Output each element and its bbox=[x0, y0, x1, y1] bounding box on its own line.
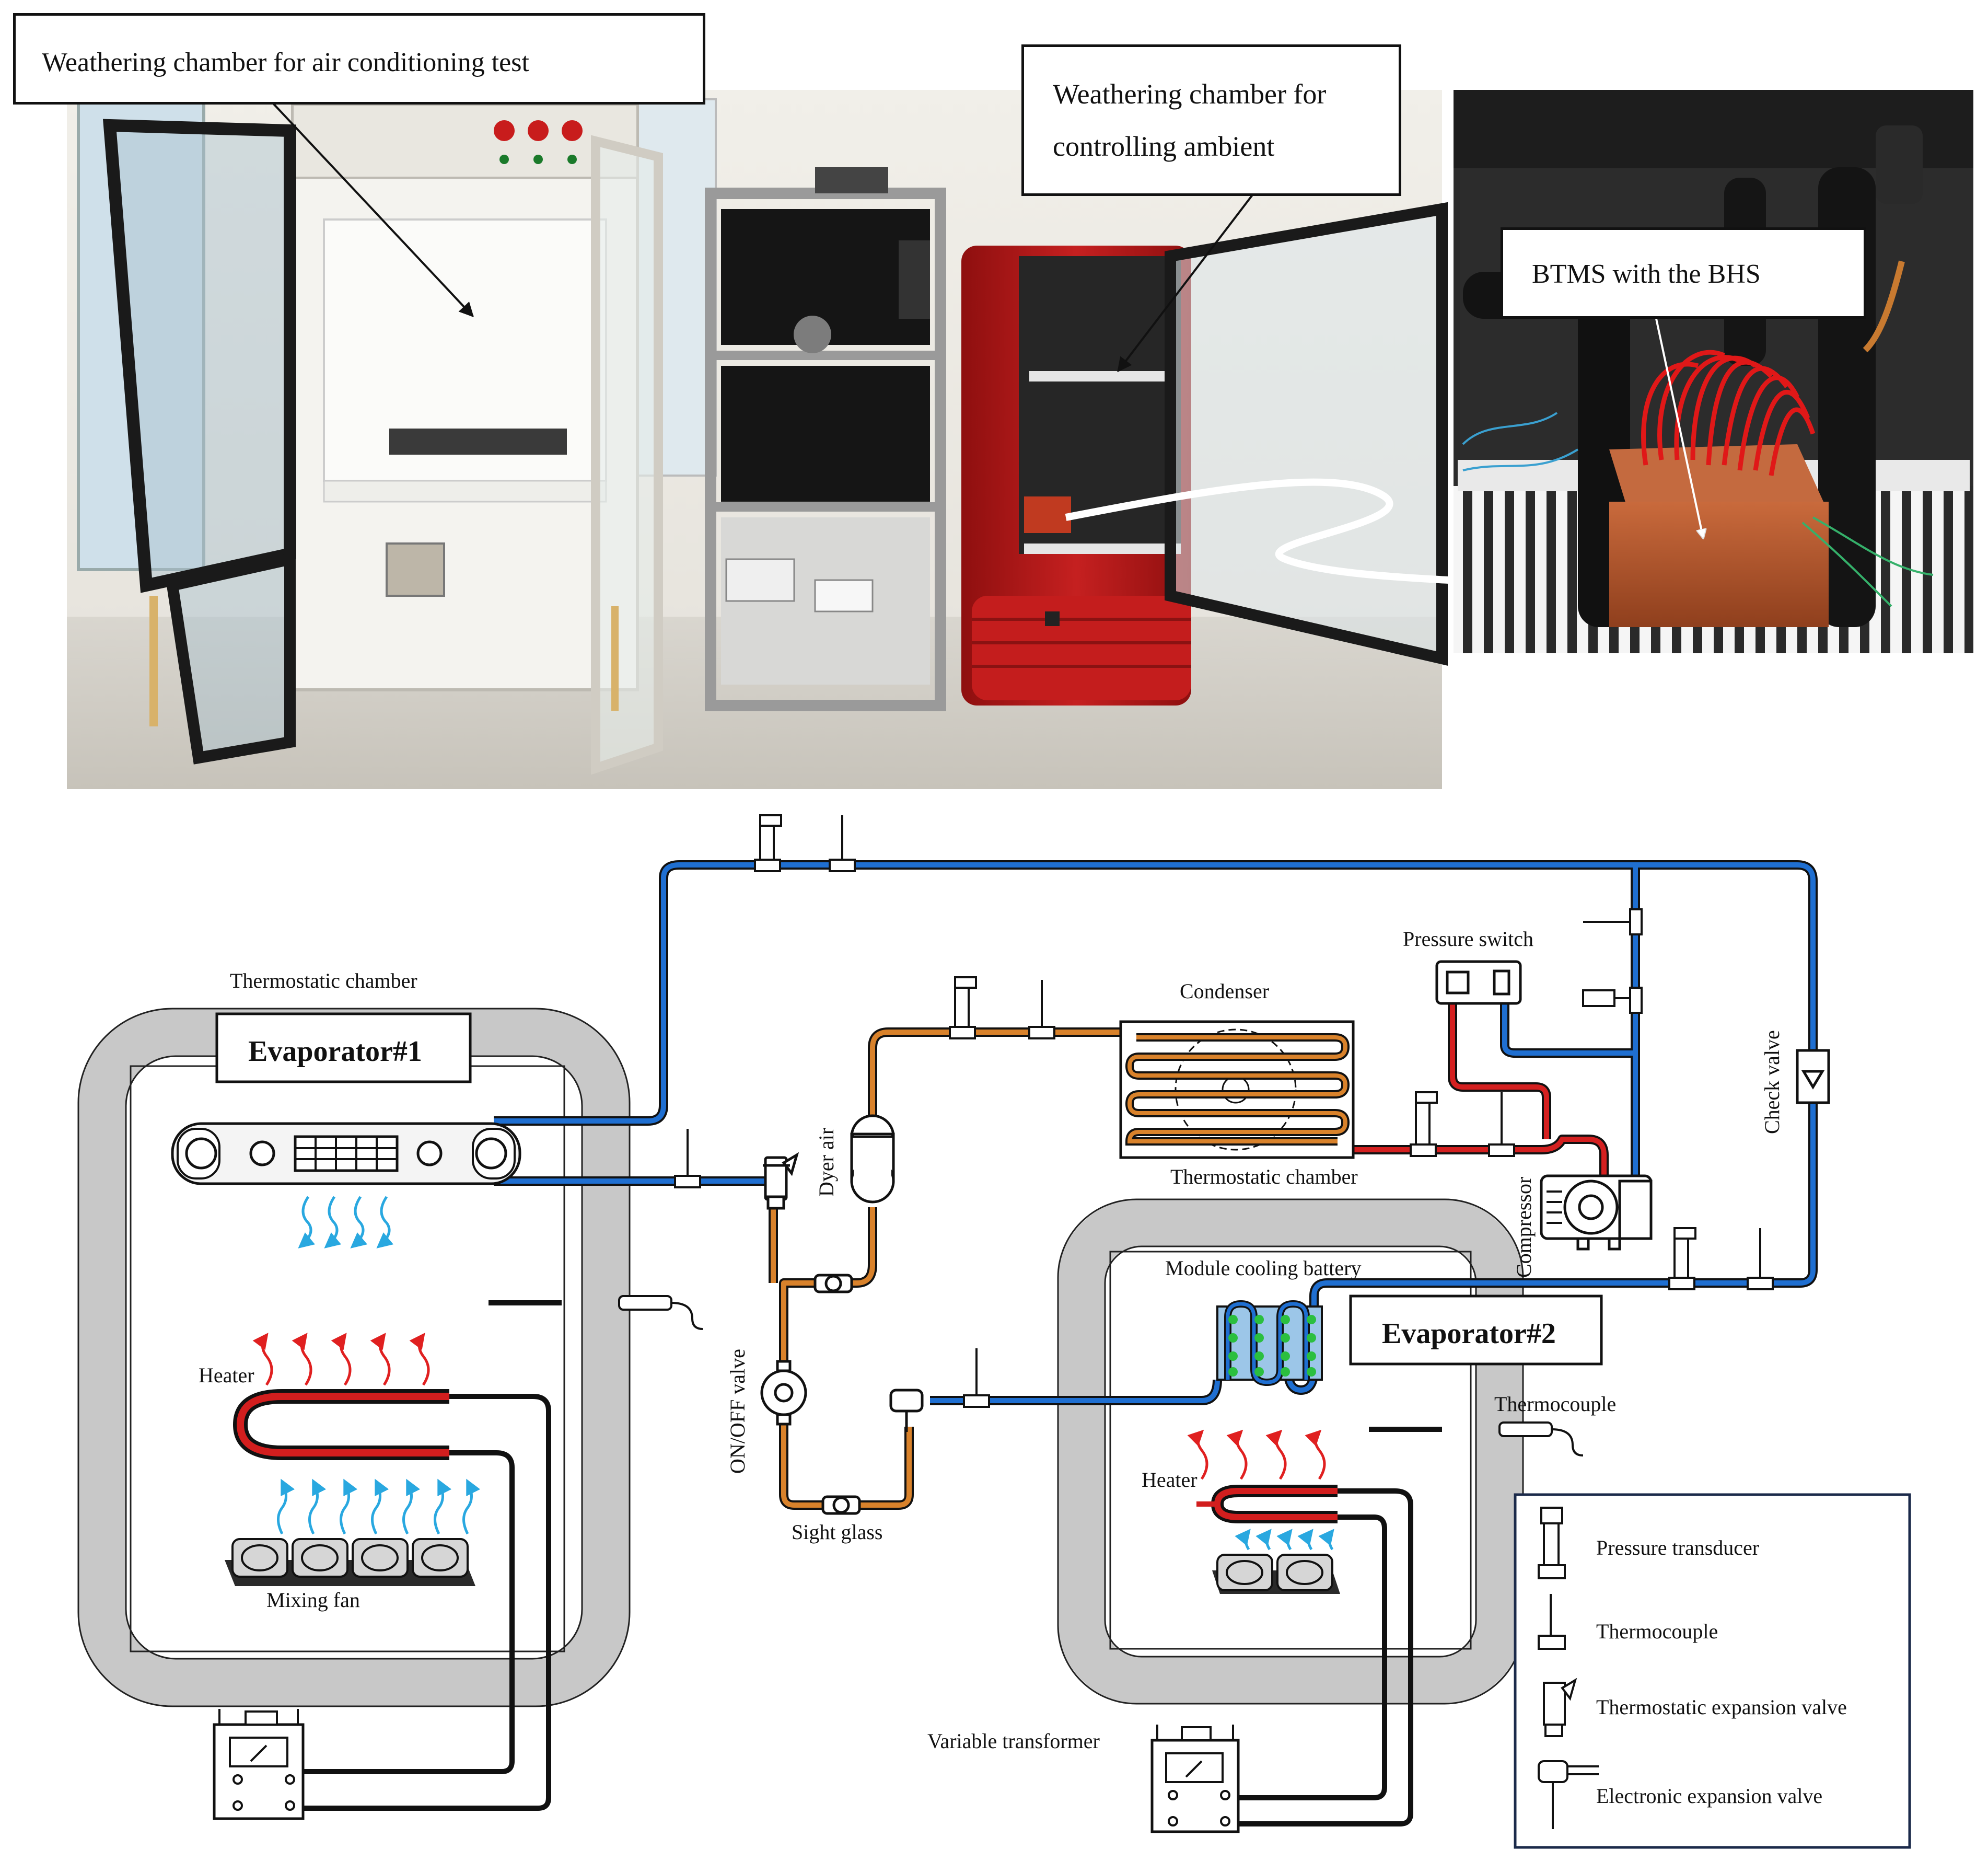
callout-btms: BTMS with the BHS bbox=[1501, 227, 1866, 319]
chamber-1-thermocouple bbox=[489, 1295, 703, 1330]
onoff-valve-label: ON/OFF valve bbox=[726, 1349, 749, 1474]
heater-2-element bbox=[1196, 1485, 1413, 1826]
heater-2-label: Heater bbox=[1142, 1468, 1198, 1492]
legend-thermostatic-expansion-valve: Thermostatic expansion valve bbox=[1596, 1695, 1847, 1719]
callout-ambient-line-1: Weathering chamber for bbox=[1053, 78, 1327, 110]
evaporator-1-box bbox=[215, 1012, 472, 1083]
liquid-lines-color bbox=[771, 1030, 1121, 1508]
discharge-lines-color bbox=[1340, 1001, 1607, 1181]
callout-ac-test-chamber-text: Weathering chamber for air conditioning … bbox=[42, 48, 529, 77]
heater-1-element bbox=[232, 1389, 551, 1811]
evaporator-2-box bbox=[1349, 1294, 1603, 1366]
photo-link-arrow bbox=[1065, 478, 1594, 588]
ambient-chamber-photo bbox=[961, 202, 1448, 706]
legend-thermocouple: Thermocouple bbox=[1596, 1620, 1718, 1643]
variable-transformer-label: Variable transformer bbox=[927, 1729, 1100, 1753]
mixing-fan-label: Mixing fan bbox=[266, 1588, 360, 1612]
fan-air-arrows-1 bbox=[277, 1478, 481, 1535]
module-cooling-battery bbox=[1216, 1300, 1323, 1386]
cold-air-arrows-1 bbox=[298, 1196, 394, 1248]
callout-ambient-line-2: controlling ambient bbox=[1053, 131, 1275, 162]
discharge-lines bbox=[1340, 1001, 1609, 1181]
heater-1-label: Heater bbox=[199, 1363, 254, 1387]
dryer-label: Dyer air bbox=[815, 1128, 838, 1197]
electronic-expansion-valve bbox=[889, 1389, 924, 1432]
thermostatic-chamber-2 bbox=[1058, 1199, 1523, 1704]
compressor-label: Compressor bbox=[1512, 1177, 1536, 1278]
sight-glass-label: Sight glass bbox=[792, 1520, 882, 1544]
condenser bbox=[1119, 1020, 1355, 1159]
hot-air-arrows-1 bbox=[252, 1333, 430, 1386]
thermocouple-label: Thermocouple bbox=[1494, 1392, 1616, 1416]
sight-glass-lower bbox=[821, 1495, 861, 1515]
variable-transformer-2 bbox=[1150, 1725, 1240, 1833]
callout-ambient-chamber: Weathering chamber for controlling ambie… bbox=[1021, 44, 1401, 196]
legend bbox=[1514, 1493, 1911, 1849]
evaporator-2-label: Evaporator#2 bbox=[1382, 1317, 1556, 1350]
suction-lines-color bbox=[494, 862, 1816, 1403]
evaporator-1-unit bbox=[171, 1122, 521, 1185]
check-valve bbox=[1796, 1049, 1830, 1104]
module-cooling-label: Module cooling battery bbox=[1165, 1256, 1361, 1280]
legend-pressure-transducer: Pressure transducer bbox=[1596, 1536, 1759, 1559]
line-sensors bbox=[674, 814, 1774, 1408]
lab-photo bbox=[67, 90, 1594, 789]
pressure-switch-label: Pressure switch bbox=[1403, 927, 1533, 951]
pressure-switch bbox=[1435, 960, 1522, 1005]
legend-electronic-expansion-valve: Electronic expansion valve bbox=[1596, 1784, 1822, 1808]
on-off-valve bbox=[760, 1360, 807, 1426]
variable-transformer-1 bbox=[213, 1709, 305, 1820]
mixing-fan-2 bbox=[1212, 1554, 1340, 1594]
thermostatic-expansion-valve bbox=[763, 1152, 799, 1210]
photo-callout-arrows bbox=[271, 101, 1703, 538]
check-valve-label: Check valve bbox=[1760, 1030, 1784, 1134]
hot-air-arrows-2 bbox=[1187, 1429, 1326, 1480]
dryer-filter bbox=[850, 1114, 895, 1204]
condenser-label: Condenser bbox=[1180, 979, 1269, 1003]
callout-ac-test-chamber: Weathering chamber for air conditioning … bbox=[13, 13, 705, 105]
thermostatic-chamber-2-label: Thermostatic chamber bbox=[1170, 1165, 1358, 1188]
compressor bbox=[1540, 1174, 1653, 1251]
mixing-fan-1 bbox=[225, 1538, 475, 1586]
ac-test-chamber-photo bbox=[102, 103, 663, 775]
thermostatic-chamber-1-label: Thermostatic chamber bbox=[230, 969, 417, 992]
sight-glass-upper bbox=[813, 1274, 853, 1293]
chamber-2-thermocouple bbox=[1369, 1421, 1584, 1456]
btms-inset-photo bbox=[1454, 90, 1973, 653]
callout-btms-text: BTMS with the BHS bbox=[1532, 259, 1761, 289]
evaporator-1-label: Evaporator#1 bbox=[248, 1035, 422, 1068]
fan-air-arrows-2 bbox=[1235, 1529, 1334, 1551]
refrigerant-rack-photo bbox=[705, 167, 946, 711]
